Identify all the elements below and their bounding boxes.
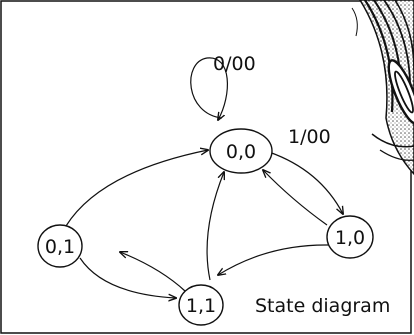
edge-11-00	[206, 172, 224, 281]
edge-10-11	[218, 244, 330, 275]
transition-label-self: 0/00	[213, 53, 256, 75]
edge-00-10	[268, 151, 343, 214]
wave-art-icon	[351, 0, 414, 176]
state-node-00: 0,0	[209, 128, 273, 174]
diagram-caption: State diagram	[255, 295, 390, 317]
state-node-01: 0,1	[37, 224, 83, 268]
state-label-01: 0,1	[45, 236, 75, 258]
state-label-00: 0,0	[226, 141, 256, 163]
edge-00-00	[190, 57, 228, 120]
state-label-10: 1,0	[335, 227, 365, 249]
state-node-11: 1,1	[178, 284, 224, 326]
edge-11-01	[120, 252, 186, 292]
edge-01-00	[65, 150, 208, 227]
transition-label-00-10: 1/00	[288, 126, 331, 148]
edge-01-11	[79, 257, 176, 298]
edge-10-00	[263, 170, 328, 226]
state-node-10: 1,0	[326, 215, 374, 259]
state-label-11: 1,1	[186, 295, 216, 317]
